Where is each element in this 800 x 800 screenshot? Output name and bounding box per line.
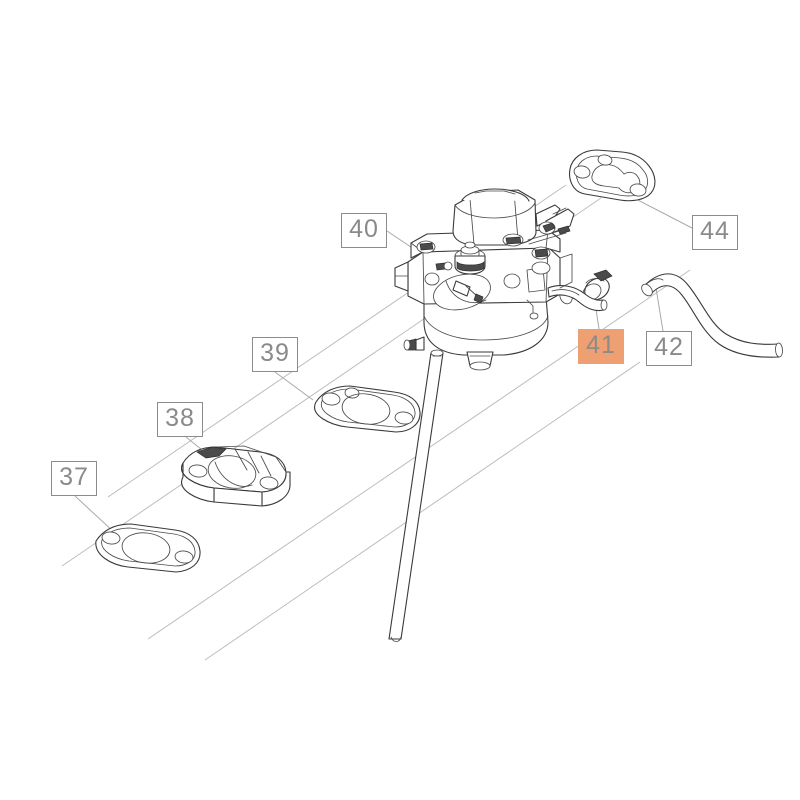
carburetor-lower-stud <box>526 299 539 320</box>
part-39-gasket <box>314 385 421 433</box>
carburetor-solenoid-stack <box>454 241 486 275</box>
carburetor-main-body <box>394 246 561 311</box>
carburetor-drain-screw <box>403 336 425 351</box>
callout-41[interactable]: 41 <box>578 329 624 364</box>
carburetor-outlet-nipple <box>547 285 608 312</box>
callout-38-label: 38 <box>165 404 195 432</box>
callout-39-label: 39 <box>260 339 290 367</box>
callout-37[interactable]: 37 <box>51 461 97 496</box>
leader-lines <box>74 195 693 560</box>
part-38-insulator <box>181 445 291 507</box>
callout-44[interactable]: 44 <box>692 215 738 250</box>
callout-39[interactable]: 39 <box>252 337 298 372</box>
callout-42[interactable]: 42 <box>646 331 692 366</box>
part-42-hose <box>641 273 783 358</box>
callout-40[interactable]: 40 <box>341 213 387 248</box>
carburetor-top-cover <box>452 188 537 246</box>
carburetor-linkage-bracket <box>527 204 575 245</box>
part-44-gasket <box>569 149 656 202</box>
callout-37-label: 37 <box>59 463 89 491</box>
carburetor-jet-posts <box>416 233 551 275</box>
carburetor-float-bowl <box>423 295 549 371</box>
callout-38[interactable]: 38 <box>157 402 203 437</box>
carburetor-fuel-pipe <box>388 349 444 642</box>
callout-44-label: 44 <box>700 217 730 245</box>
callout-40-label: 40 <box>349 215 379 243</box>
callout-41-label: 41 <box>586 331 616 359</box>
part-37-gasket <box>95 523 201 573</box>
callout-42-label: 42 <box>654 333 684 361</box>
part-40-carburetor <box>388 188 608 642</box>
